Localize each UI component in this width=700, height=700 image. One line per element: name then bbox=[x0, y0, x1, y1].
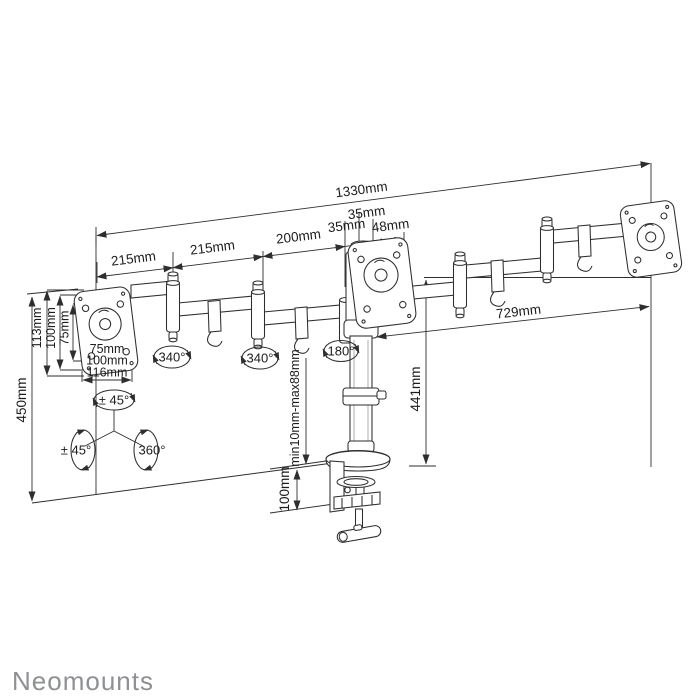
collar-lever bbox=[376, 390, 387, 400]
plate-center-ring bbox=[88, 307, 122, 341]
dim-label-48: 48mm bbox=[371, 216, 410, 235]
dim-line-seg2 bbox=[172, 254, 264, 271]
clamp-hole bbox=[344, 486, 351, 494]
clamp-handle bbox=[336, 524, 382, 543]
elbow2-rotation-annotation: 340° bbox=[240, 346, 280, 370]
dim-label-113: 113mm bbox=[30, 308, 44, 349]
dim-label-total-width: 1330mm bbox=[334, 179, 388, 201]
tilt-label: ± 45° bbox=[99, 393, 129, 408]
rotation-annotations: ± 45° ± 45° 360° 340° 340° bbox=[61, 339, 360, 471]
dim-label-desk-range: min10mm-max88mm bbox=[288, 349, 302, 466]
brand-logo: Neomounts bbox=[12, 666, 154, 696]
cable-clip bbox=[489, 259, 506, 307]
tilt-annotation: ± 45° bbox=[92, 389, 136, 411]
swivel-label: ± 45° bbox=[61, 443, 91, 458]
dim-line-seg1 bbox=[96, 265, 174, 280]
vesa-plate-center bbox=[347, 237, 417, 329]
desk-clamp bbox=[325, 449, 391, 543]
dim-label-seg2: 215mm bbox=[189, 237, 236, 257]
monitor-arm-hardware bbox=[73, 200, 683, 543]
dim-label-441: 441mm bbox=[408, 366, 423, 411]
elbow-joint bbox=[539, 216, 555, 284]
dim-line-729 bbox=[376, 304, 650, 340]
ext-lines-clamp100 bbox=[269, 459, 335, 514]
dimension-labels: 1330mm 215mm 215mm 200mm 35mm 35mm 48mm … bbox=[14, 179, 542, 512]
elbow1-rotation-annotation: 340° bbox=[152, 345, 192, 369]
screen-rotation-annotation: 360° bbox=[133, 429, 166, 471]
dim-label-clamp100: 100mm bbox=[277, 466, 292, 511]
dim-label-seg3: 200mm bbox=[275, 226, 322, 246]
elbow1-rotation-label: 340° bbox=[159, 350, 186, 365]
dim-label-450: 450mm bbox=[14, 377, 29, 422]
clamp-jaw bbox=[333, 491, 381, 510]
dim-line-total-width bbox=[96, 161, 651, 238]
annotation-connector bbox=[84, 410, 144, 447]
pole-rotation-label: 180° bbox=[328, 344, 355, 359]
cable-clip bbox=[293, 306, 310, 354]
screen-rotation-label: 360° bbox=[139, 443, 166, 458]
desk-edge-line bbox=[31, 462, 334, 504]
dim-line-seg3 bbox=[262, 244, 346, 259]
swivel-annotation: ± 45° bbox=[61, 429, 96, 471]
plate-center-ring bbox=[636, 222, 665, 252]
elbow-joint bbox=[250, 280, 266, 350]
vesa-plate-right bbox=[619, 200, 683, 278]
dim-label-35-top: 35mm bbox=[347, 203, 386, 222]
dim-label-116: 116mm bbox=[87, 366, 128, 380]
plate-center-ring bbox=[363, 257, 399, 293]
elbow-joint bbox=[165, 271, 181, 343]
elbow2-rotation-label: 340° bbox=[247, 351, 274, 366]
dim-label-35-left: 35mm bbox=[327, 216, 366, 235]
dim-label-seg1: 215mm bbox=[110, 248, 157, 268]
cable-clip bbox=[576, 224, 593, 272]
dim-label-v100: 100mm bbox=[44, 307, 58, 349]
dim-label-h75: 75mm bbox=[90, 342, 125, 356]
cable-clip bbox=[206, 299, 223, 347]
clamp-screw bbox=[354, 508, 364, 528]
clamp-pad bbox=[336, 475, 376, 489]
pole-rotation-annotation: 180° bbox=[322, 339, 360, 363]
dim-label-h100: 100mm bbox=[86, 354, 128, 368]
ext-ticks-vesa-vertical bbox=[47, 289, 88, 377]
dim-label-729: 729mm bbox=[495, 302, 541, 322]
vesa-plate-left bbox=[73, 286, 139, 376]
elbow-joint bbox=[452, 251, 468, 319]
dim-label-v75: 75mm bbox=[58, 311, 72, 346]
dim-extension-ticks bbox=[96, 212, 405, 294]
